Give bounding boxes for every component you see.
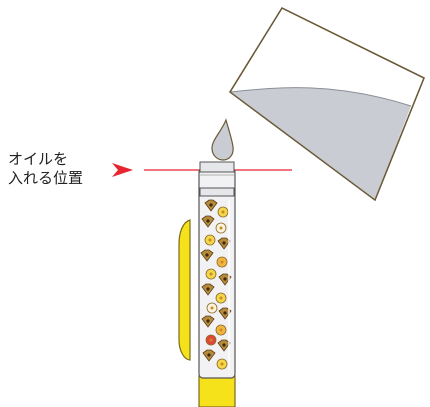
flower-center [210,306,214,310]
flower-center [207,353,211,357]
tube-rim [199,161,235,173]
flower-center [219,296,223,300]
flower-center [222,241,226,245]
flower-center [209,338,213,342]
flower-center [219,328,223,332]
flower-center [209,272,213,276]
label-line-1: オイルを [8,150,69,168]
flower-center [206,287,210,291]
flower-center [206,219,210,223]
pen-clip [178,219,191,361]
oil-drop-icon [211,118,234,161]
label-line-2: 入れる位置 [8,169,84,187]
pen-tip [198,375,236,407]
pouring-container-icon [229,7,425,202]
tube-ring [199,187,235,197]
container-liquid [230,87,411,200]
flower-center [221,210,225,214]
oil-fill-position-label: オイルを 入れる位置 [8,150,118,188]
flower-center [220,362,224,366]
flower-center [223,311,227,315]
pointer-arrow-icon [112,163,133,177]
flower-center [220,260,224,264]
flower-center [209,203,213,207]
flower-center [206,319,210,323]
herbarium-pen-icon [178,161,236,407]
flower-center [205,253,209,257]
flower-center [219,226,223,230]
dried-flowers [200,199,232,370]
flower-center [222,343,226,347]
flower-center [223,277,227,281]
flower-center [208,238,212,242]
